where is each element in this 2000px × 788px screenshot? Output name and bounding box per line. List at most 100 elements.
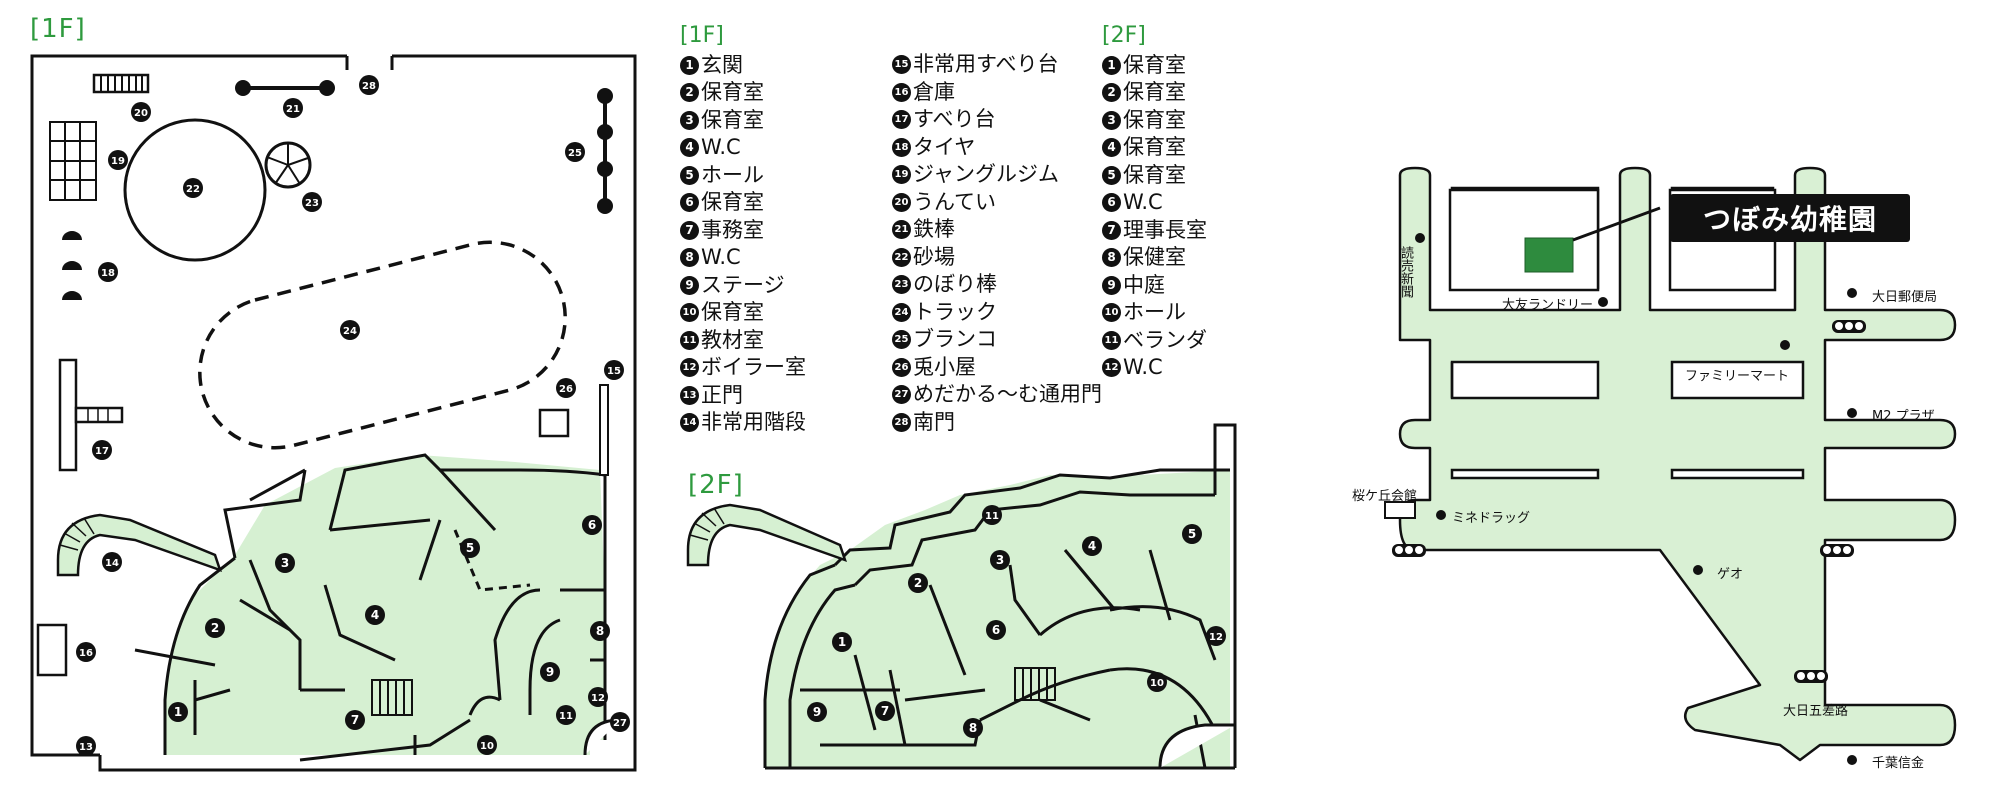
legend-number-badge: 23 xyxy=(892,275,911,295)
road-network xyxy=(1398,166,1957,762)
legend-number-badge: 10 xyxy=(1102,303,1121,323)
marker-4: 4 xyxy=(365,605,385,625)
svg-text:20: 20 xyxy=(134,108,148,119)
svg-text:5: 5 xyxy=(1188,527,1196,541)
legend-label: W.C xyxy=(1123,190,1163,214)
legend-floor1-heading: [1F] xyxy=(680,23,724,48)
legend-number-badge: 5 xyxy=(1102,165,1121,185)
legend-label: ブランコ xyxy=(913,327,997,351)
traffic-light-west xyxy=(1392,544,1426,557)
label-drugstore: ミネドラッグ xyxy=(1452,511,1531,526)
legend-label: 保育室 xyxy=(1123,52,1186,77)
label-community-hall: 桜ケ丘会館 xyxy=(1352,489,1418,504)
marker-8: 8 xyxy=(590,621,610,641)
legend-number-badge: 11 xyxy=(1102,330,1121,350)
svg-text:9: 9 xyxy=(546,665,554,679)
floor2-marker-4: 4 xyxy=(1082,536,1102,556)
svg-text:26: 26 xyxy=(559,384,573,395)
floor1-title: [1F] xyxy=(30,14,86,44)
legend-label: 非常用階段 xyxy=(701,410,806,434)
legend-number-badge: 15 xyxy=(892,55,911,75)
marker-9: 9 xyxy=(540,662,560,682)
traffic-light-junction xyxy=(1794,670,1828,683)
legend-number-badge: 10 xyxy=(680,303,699,323)
marker-23: 23 xyxy=(302,192,322,212)
svg-text:8: 8 xyxy=(596,624,604,638)
floor2-title: [2F] xyxy=(688,470,744,500)
legend-number-badge: 8 xyxy=(1102,248,1121,268)
legend-number-badge: 26 xyxy=(892,357,911,377)
floor2-marker-5: 5 xyxy=(1182,524,1202,544)
svg-text:6: 6 xyxy=(992,623,1000,637)
svg-text:16: 16 xyxy=(79,648,93,659)
legend-label: 玄関 xyxy=(701,52,743,77)
floor2-marker-12: 12 xyxy=(1206,626,1226,646)
label-m2-plaza: M2 プラザ xyxy=(1872,409,1935,424)
marker-26: 26 xyxy=(556,378,576,398)
legend-number-badge: 17 xyxy=(892,110,911,130)
legend-number-badge: 22 xyxy=(892,247,911,267)
marker-7: 7 xyxy=(345,710,365,730)
marker-6: 6 xyxy=(582,515,602,535)
label-yomiuri: 読売新聞 xyxy=(1398,246,1413,298)
marker-3: 3 xyxy=(275,553,295,573)
legend-number-badge: 6 xyxy=(680,193,699,213)
area-map xyxy=(1384,166,1957,765)
marker-12: 12 xyxy=(588,687,608,707)
marker-5: 5 xyxy=(460,538,480,558)
label-geo: ゲオ xyxy=(1717,567,1744,582)
marker-28: 28 xyxy=(359,75,379,95)
marker-2: 2 xyxy=(205,618,225,638)
legend-label: 兎小屋 xyxy=(913,354,976,379)
legend-label: 理事長室 xyxy=(1123,217,1207,242)
floor2-inner-stairs xyxy=(1014,667,1056,701)
legend-number-badge: 28 xyxy=(892,412,911,432)
legend-number-badge: 1 xyxy=(1102,55,1121,75)
marker-10: 10 xyxy=(477,735,497,755)
svg-text:12: 12 xyxy=(591,693,605,704)
legend-label: トラック xyxy=(913,299,997,324)
svg-text:10: 10 xyxy=(1150,678,1164,689)
floor2-marker-3: 3 xyxy=(990,550,1010,570)
label-laundry: 大友ランドリー xyxy=(1502,298,1594,313)
traffic-light-east xyxy=(1820,544,1854,557)
legend-label: ホール xyxy=(1123,300,1186,324)
svg-text:25: 25 xyxy=(568,148,582,159)
legend-label: ベランダ xyxy=(1123,327,1207,352)
legend-label: 倉庫 xyxy=(913,79,955,104)
legend-label: 保育室 xyxy=(701,107,764,132)
legend-number-badge: 13 xyxy=(680,385,699,405)
svg-text:19: 19 xyxy=(111,156,125,167)
floor2-marker-6: 6 xyxy=(986,620,1006,640)
legend-label: ステージ xyxy=(701,272,785,297)
floor1-inner-stairs xyxy=(371,679,413,716)
floor2-marker-11: 11 xyxy=(982,505,1002,525)
svg-text:4: 4 xyxy=(371,608,379,622)
legend-label: ホール xyxy=(701,162,764,187)
legend-number-badge: 3 xyxy=(680,110,699,130)
floor1-markers: 1 2 3 4 5 6 7 8 9 10 11 12 13 14 15 16 1… xyxy=(76,75,630,756)
legend-number-badge: 4 xyxy=(680,138,699,158)
legend-number-badge: 12 xyxy=(1102,358,1121,378)
school-marker xyxy=(1524,237,1574,273)
svg-text:11: 11 xyxy=(559,711,573,722)
marker-1: 1 xyxy=(168,702,188,722)
svg-text:23: 23 xyxy=(305,198,319,209)
